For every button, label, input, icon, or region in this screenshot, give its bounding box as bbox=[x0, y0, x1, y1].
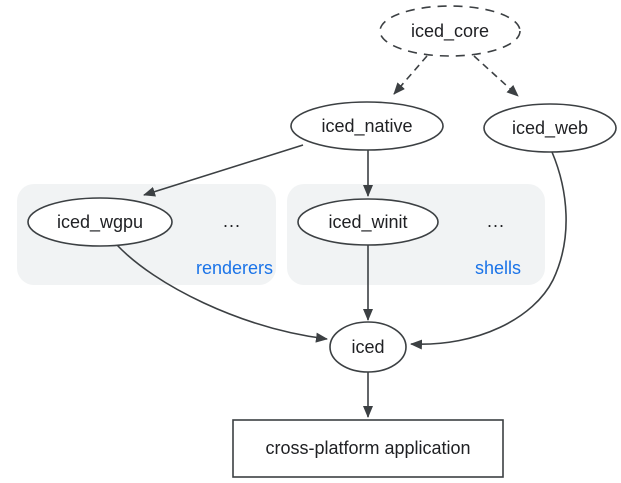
application-label: cross-platform application bbox=[265, 438, 470, 458]
iced-wgpu-ellipse bbox=[27, 197, 173, 247]
node-iced-core: iced_core bbox=[379, 5, 521, 57]
iced-native-ellipse bbox=[290, 101, 444, 151]
node-application: cross-platform application bbox=[232, 419, 504, 478]
shells-ellipsis: ... bbox=[487, 211, 505, 231]
edge-iced-wgpu-to-iced bbox=[116, 244, 328, 343]
edge-iced-web-to-iced bbox=[410, 151, 567, 350]
edge-iced-core-to-iced-native bbox=[393, 55, 428, 95]
node-iced-wgpu: iced_wgpu bbox=[27, 197, 173, 247]
edge-iced-native-to-iced-wgpu bbox=[143, 144, 304, 197]
iced-native-label: iced_native bbox=[321, 116, 412, 137]
iced-web-ellipse bbox=[483, 103, 617, 153]
node-iced-native: iced_native bbox=[290, 101, 444, 151]
application-rect bbox=[232, 419, 504, 478]
iced-winit-ellipse bbox=[297, 198, 439, 246]
renderers-group-label: renderers bbox=[196, 258, 273, 278]
node-iced: iced bbox=[329, 321, 407, 373]
node-iced-winit: iced_winit bbox=[297, 198, 439, 246]
edge-iced-core-to-iced-web bbox=[473, 55, 519, 97]
iced-core-ellipse bbox=[379, 5, 521, 57]
iced-core-label: iced_core bbox=[411, 21, 489, 42]
iced-wgpu-label: iced_wgpu bbox=[57, 212, 143, 233]
iced-label: iced bbox=[351, 337, 384, 357]
iced-web-label: iced_web bbox=[512, 118, 588, 139]
shells-group-label: shells bbox=[475, 258, 521, 278]
iced-ellipse bbox=[329, 321, 407, 373]
iced-winit-label: iced_winit bbox=[328, 212, 407, 233]
renderers-ellipsis: ... bbox=[223, 211, 241, 231]
node-iced-web: iced_web bbox=[483, 103, 617, 153]
